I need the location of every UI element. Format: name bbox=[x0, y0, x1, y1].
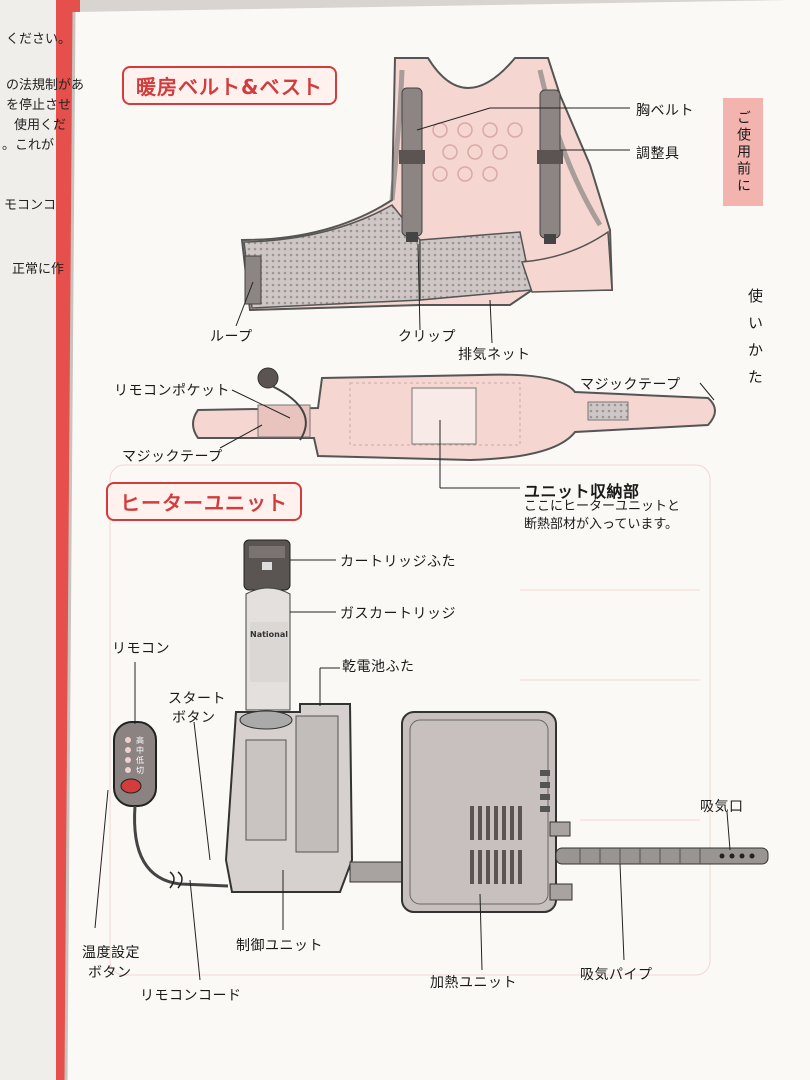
left-page-fragment: の法規制があ bbox=[6, 78, 85, 93]
label-intake-pipe: 吸気パイプ bbox=[580, 967, 653, 983]
remote-level-label: 低 bbox=[136, 755, 144, 765]
left-page-fragment: モコンコ bbox=[4, 198, 57, 213]
left-page-fragment: ください。 bbox=[6, 32, 72, 47]
heater-illustration bbox=[113, 539, 769, 913]
vest-section-heading: 暖房ベルト&ベスト bbox=[122, 66, 337, 105]
bleed-through-ghost bbox=[109, 464, 711, 976]
left-page-fragment: を停止させ bbox=[6, 98, 72, 113]
left-page-fragment: 正常に作 bbox=[12, 262, 65, 277]
label-cartridge-cap: カートリッジふた bbox=[340, 554, 456, 570]
label-temp-button-1: 温度設定 bbox=[82, 945, 140, 961]
belt-illustration bbox=[192, 367, 716, 462]
label-temp-button-2: ボタン bbox=[88, 965, 132, 981]
label-adjuster: 調整具 bbox=[636, 146, 680, 162]
label-exhaust-net: 排気ネット bbox=[458, 347, 531, 363]
remote-level-label: 切 bbox=[136, 766, 144, 775]
unit-storage-desc-line2: 断熱部材が入っています。 bbox=[524, 517, 679, 532]
label-control-unit: 制御ユニット bbox=[236, 938, 323, 954]
label-clip: クリップ bbox=[398, 329, 456, 345]
remote-level-label: 中 bbox=[136, 745, 144, 755]
label-magic-tape-left: マジックテープ bbox=[122, 449, 223, 465]
left-page-fragment: 。これが bbox=[2, 138, 55, 153]
label-heating-unit: 加熱ユニット bbox=[430, 975, 517, 991]
left-page-fragment: 使用くだ bbox=[14, 118, 67, 133]
national-brand-logo: National bbox=[250, 630, 288, 639]
side-tab-before-use[interactable]: ご使用前に bbox=[723, 98, 763, 206]
side-section-usage: 使いかた bbox=[746, 288, 764, 396]
vest-leader-lines bbox=[235, 107, 630, 344]
label-battery-cap: 乾電池ふた bbox=[342, 659, 415, 675]
label-remote-cord: リモコンコード bbox=[140, 988, 242, 1004]
heater-section-heading: ヒーターユニット bbox=[106, 482, 302, 521]
label-start-button-2: ボタン bbox=[172, 710, 216, 726]
page-gutter bbox=[64, 11, 76, 1080]
unit-storage-description: ここにヒーターユニットと 断熱部材が入っています。 bbox=[524, 498, 680, 534]
heater-leader-lines bbox=[94, 559, 731, 981]
label-start-button-1: スタート bbox=[168, 691, 226, 707]
label-loop: ループ bbox=[210, 329, 253, 345]
belt-leader-lines bbox=[219, 382, 715, 489]
label-remote: リモコン bbox=[112, 641, 170, 657]
label-intake: 吸気口 bbox=[700, 799, 744, 815]
label-chest-belt: 胸ベルト bbox=[636, 103, 694, 119]
label-magic-tape-right: マジックテープ bbox=[580, 377, 681, 393]
label-remote-pocket: リモコンポケット bbox=[114, 383, 230, 399]
unit-storage-desc-line1: ここにヒーターユニットと bbox=[524, 499, 681, 514]
remote-level-label: 高 bbox=[136, 735, 144, 745]
vest-illustration bbox=[240, 57, 614, 312]
left-page-text-area bbox=[0, 0, 56, 1080]
label-unit-storage: ユニット収納部 bbox=[524, 482, 640, 501]
label-gas-cartridge: ガスカートリッジ bbox=[340, 606, 456, 622]
